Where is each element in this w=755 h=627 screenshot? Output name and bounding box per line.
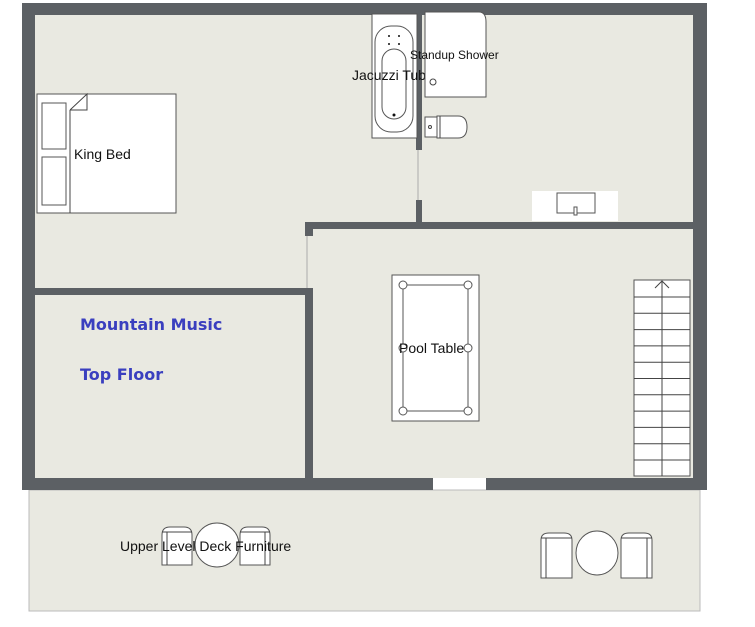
toilet[interactable] <box>424 115 468 139</box>
plan-title: Mountain Music <box>80 315 222 334</box>
jacuzzi-tub-label: Jacuzzi Tub <box>352 67 426 83</box>
deck-furniture-set-left[interactable]: Upper Level Deck Furniture <box>120 522 291 568</box>
pool-table-label: Pool Table <box>399 340 464 356</box>
standup-shower[interactable]: Standup Shower <box>410 11 499 98</box>
standup-shower-label: Standup Shower <box>410 48 499 62</box>
interior-floor <box>35 15 693 478</box>
pool-table[interactable]: Pool Table <box>391 274 480 422</box>
interior-walls <box>35 15 693 478</box>
deck-furniture-set-right[interactable] <box>540 530 653 579</box>
jacuzzi-tub[interactable]: Jacuzzi Tub <box>352 13 426 139</box>
stairs-up-arrow-icon <box>654 280 670 289</box>
plan-subtitle: Top Floor <box>80 365 163 384</box>
sink-vanity[interactable] <box>532 191 618 221</box>
king-bed-label: King Bed <box>74 146 131 162</box>
king-bed[interactable]: King Bed <box>36 92 177 214</box>
staircase[interactable] <box>633 279 691 477</box>
outer-walls <box>22 3 707 490</box>
deck-furniture-label: Upper Level Deck Furniture <box>120 538 291 554</box>
